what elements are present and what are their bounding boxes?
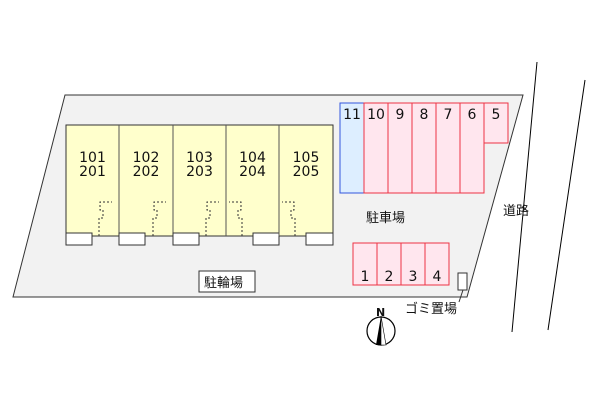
parking-space-11: 11 bbox=[339, 102, 365, 194]
garbage-label: ゴミ置場 bbox=[405, 301, 457, 317]
parking-label: 駐車場 bbox=[366, 211, 405, 226]
parking-number: 11 bbox=[343, 107, 361, 123]
staircase-outline bbox=[205, 201, 219, 236]
unit-number-1f: 102 bbox=[133, 150, 160, 166]
staircase-outline bbox=[152, 201, 166, 236]
unit-number-2f: 201 bbox=[79, 164, 106, 180]
parking-number: 9 bbox=[396, 107, 405, 123]
road-edge-left bbox=[511, 61, 538, 333]
unit-number-2f: 203 bbox=[186, 164, 213, 180]
parking-space-outline bbox=[400, 242, 426, 286]
bicycle-parking-label: 駐輪場 bbox=[204, 275, 243, 291]
unit-number-2f: 205 bbox=[293, 164, 320, 180]
parking-space-outline bbox=[387, 102, 413, 194]
parking-space-9: 9 bbox=[387, 102, 413, 194]
unit-number-1f: 101 bbox=[79, 150, 106, 166]
north-label: N bbox=[376, 306, 385, 319]
unit-number-1f: 105 bbox=[293, 150, 320, 166]
meter-box bbox=[172, 232, 200, 246]
parking-space-8: 8 bbox=[411, 102, 437, 194]
parking-number: 4 bbox=[433, 269, 442, 285]
parking-space-10: 10 bbox=[363, 102, 389, 194]
staircase-outline bbox=[282, 201, 296, 236]
parking-number: 8 bbox=[420, 107, 429, 123]
meter-box bbox=[252, 232, 280, 246]
parking-space-outline bbox=[435, 102, 461, 194]
garbage-leader-line bbox=[458, 289, 464, 303]
parking-space-outline bbox=[352, 242, 378, 286]
meter-box bbox=[118, 232, 146, 246]
unit-number-2f: 204 bbox=[239, 164, 266, 180]
parking-space-outline bbox=[483, 102, 509, 144]
unit-number-2f: 202 bbox=[133, 164, 160, 180]
parking-space-outline bbox=[339, 102, 365, 194]
parking-space-5: 5 bbox=[483, 102, 509, 144]
staircase-outline bbox=[98, 201, 112, 236]
parking-space-7: 7 bbox=[435, 102, 461, 194]
parking-space-outline bbox=[424, 242, 450, 286]
parking-space-outline bbox=[411, 102, 437, 194]
parking-space-3: 3 bbox=[400, 242, 426, 286]
unit-number-1f: 104 bbox=[239, 150, 266, 166]
parking-number: 3 bbox=[409, 269, 418, 285]
building-outline bbox=[65, 124, 334, 237]
parking-space-4: 4 bbox=[424, 242, 450, 286]
road-edge-right bbox=[547, 79, 586, 331]
parking-number: 5 bbox=[492, 107, 501, 123]
parking-space-outline bbox=[459, 102, 485, 194]
north-compass-icon: N bbox=[366, 306, 396, 346]
parking-space-outline bbox=[376, 242, 402, 286]
parking-number: 1 bbox=[361, 269, 370, 285]
parking-space-6: 6 bbox=[459, 102, 485, 194]
unit-number-1f: 103 bbox=[186, 150, 213, 166]
staircase-outline bbox=[229, 201, 243, 236]
bicycle-parking-box bbox=[198, 270, 256, 293]
parking-number: 2 bbox=[385, 269, 394, 285]
parking-space-1: 1 bbox=[352, 242, 378, 286]
parking-space-2: 2 bbox=[376, 242, 402, 286]
parking-number: 7 bbox=[444, 107, 453, 123]
meter-box bbox=[65, 232, 93, 246]
parking-number: 6 bbox=[468, 107, 477, 123]
road-label: 道路 bbox=[503, 203, 529, 219]
parking-number: 10 bbox=[367, 107, 385, 123]
garbage-box bbox=[457, 272, 468, 291]
meter-box bbox=[305, 232, 334, 246]
